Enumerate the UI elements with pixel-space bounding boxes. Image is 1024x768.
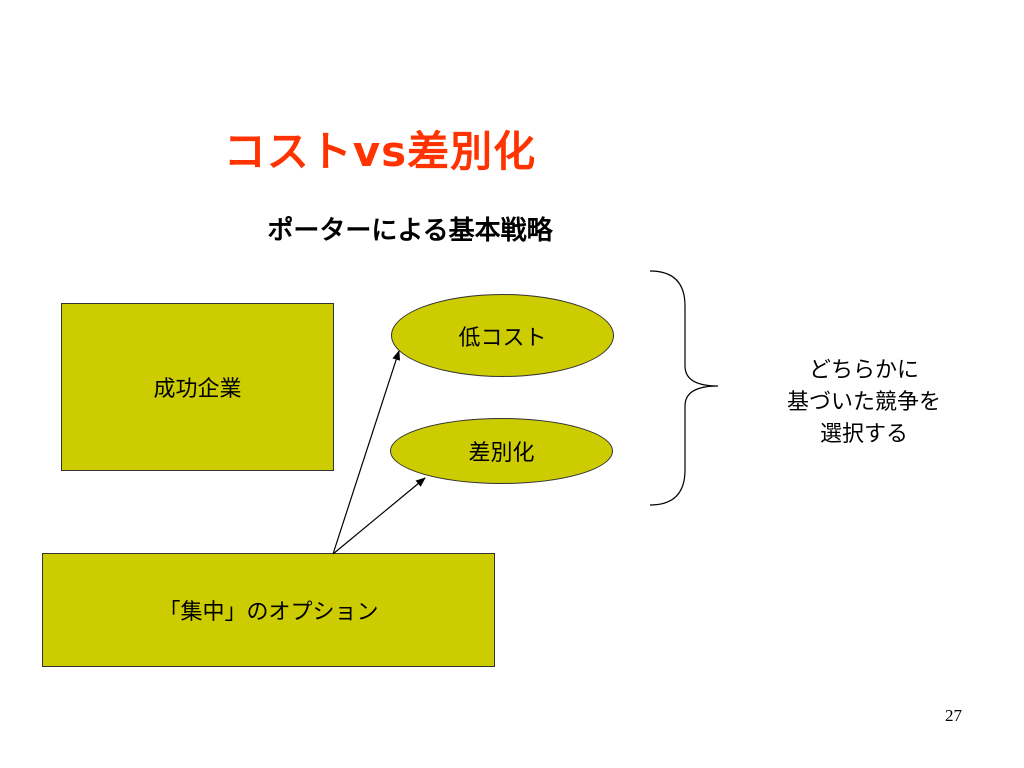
focus-option-box: 「集中」のオプション xyxy=(42,553,495,667)
focus-option-label: 「集中」のオプション xyxy=(158,600,379,625)
choice-note: どちらかに 基づいた競争を 選択する xyxy=(744,355,984,451)
success-company-label: 成功企業 xyxy=(153,377,242,402)
arrow-to-low-cost xyxy=(332,350,401,555)
choice-note-line-2: 基づいた競争を xyxy=(786,390,941,415)
choice-note-line-1: どちらかに xyxy=(808,358,919,383)
choice-note-line-3: 選択する xyxy=(819,422,908,447)
slide-title: コストvs差別化 xyxy=(223,127,537,176)
right-brace xyxy=(649,270,719,506)
success-company-box: 成功企業 xyxy=(61,303,334,471)
low-cost-oval: 低コスト xyxy=(391,294,614,377)
differentiation-oval: 差別化 xyxy=(390,418,613,484)
page-number: 27 xyxy=(945,706,962,725)
arrow-to-differentiation xyxy=(332,477,426,555)
differentiation-label: 差別化 xyxy=(468,441,535,466)
slide-subtitle: ポーターによる基本戦略 xyxy=(267,216,553,246)
low-cost-label: 低コスト xyxy=(458,325,547,351)
